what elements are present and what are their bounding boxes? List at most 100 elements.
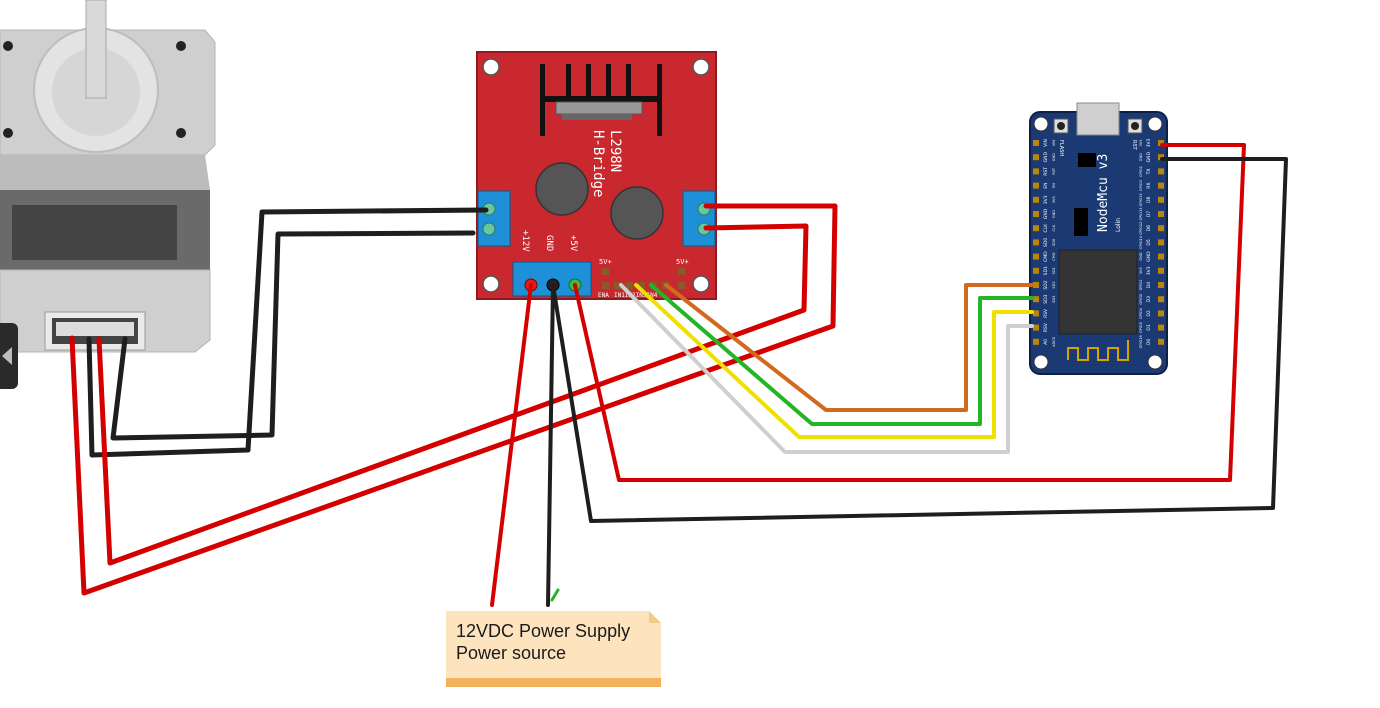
mcu-left-pin-0: [1033, 140, 1039, 146]
mcu-right-pin-label-8: GND: [1146, 251, 1152, 262]
mcu-left-pin-gpio-0: VIN: [1052, 140, 1056, 146]
side-panel-toggle[interactable]: [0, 323, 18, 389]
power-supply-note: 12VDC Power Supply Power source: [446, 611, 661, 687]
wire-motor-red-1: [69, 203, 838, 596]
wire-signal-orange: [664, 283, 1034, 412]
mcu-left-pin-label-11: SD3: [1043, 294, 1049, 303]
wire-psu-green-tip: [550, 588, 560, 602]
jumper-label-right: 5V+: [676, 258, 689, 266]
mcu-left-pin-4: [1033, 196, 1039, 203]
mcu-right-pin-gpio-5: GPIO13: [1139, 207, 1143, 220]
mcu-left-pin-1: [1033, 154, 1039, 161]
mcu-left-pin-8: [1033, 253, 1039, 260]
mcu-right-pin-gpio-4: GPIO15: [1139, 193, 1143, 206]
mcu-left-pin-gpio-5: GND: [1052, 210, 1056, 218]
mcu-left-pin-10: [1033, 282, 1039, 288]
mcu-left-pin-7: [1033, 239, 1039, 246]
mcu-left-pin-11: [1033, 296, 1039, 303]
mcu-right-pin-gpio-14: GPIO16: [1139, 335, 1143, 348]
mcu-right-pin-2: [1158, 168, 1164, 175]
jumper-label-left: 5V+: [599, 258, 612, 266]
mcu-left-pin-label-6: CLK: [1043, 223, 1049, 233]
mcu-left-pin-gpio-3: EN: [1052, 183, 1056, 188]
mcu-left-pin-gpio-8: CMD: [1052, 252, 1056, 260]
mcu-left-pin-label-9: SD1: [1043, 266, 1049, 275]
mcu-left-pin-gpio-14: ADC0: [1052, 337, 1056, 347]
mcu-left-pin-12: [1033, 310, 1039, 317]
note-text: 12VDC Power Supply Power source: [456, 620, 630, 664]
mcu-left-pin-gpio-2: RST: [1052, 167, 1056, 175]
power-source-label: Power source: [456, 643, 567, 663]
pin-label-gnd: GND: [544, 235, 554, 251]
mcu-right-pin-label-3: RX: [1146, 182, 1152, 188]
mcu-left-pin-9: [1033, 267, 1039, 274]
mcu-right-pin-label-9: 3V3: [1146, 266, 1152, 275]
power-supply-label: 12VDC Power Supply: [456, 621, 631, 641]
mcu-right-pin-11: [1158, 296, 1164, 303]
mcu-right-pin-label-2: TX: [1146, 168, 1152, 175]
mcu-right-pin-label-10: D4: [1146, 282, 1152, 288]
flash-button-label: FLASH: [1058, 140, 1064, 156]
mcu-right-pin-gpio-9: 3V3: [1139, 267, 1143, 274]
mcu-left-pin-gpio-9: SD1: [1052, 267, 1056, 274]
mcu-right-pin-label-1: GND: [1146, 152, 1152, 163]
mcu-left-pin-6: [1033, 225, 1039, 232]
mcu-right-pin-12: [1158, 310, 1164, 317]
mcu-left-pin-gpio-10: SD2: [1052, 281, 1056, 288]
mcu-right-pin-label-7: D5: [1146, 239, 1152, 245]
mcu-left-pin-5: [1033, 211, 1039, 217]
mcu-right-pin-gpio-12: GPIO4: [1139, 307, 1143, 319]
pin-label-12v: +12V: [520, 230, 530, 252]
mcu-right-pin-gpio-8: GND: [1139, 252, 1143, 260]
enable-label: ENA: [598, 292, 609, 299]
mcu-left-pin-label-3: EN: [1043, 182, 1049, 188]
mcu-left-pin-label-2: RST: [1043, 167, 1049, 176]
wire-signal-yellow: [634, 283, 1034, 439]
wire-psu-black: [546, 283, 555, 607]
mcu-right-pin-label-5: D7: [1146, 211, 1152, 217]
wire-5v-vin: [573, 143, 1246, 482]
mcu-left-pin-gpio-7: SD0: [1052, 239, 1056, 246]
mcu-right-pin-label-11: D3: [1146, 296, 1152, 302]
note-fold: [649, 611, 661, 623]
mcu-right-pin-5: [1158, 211, 1164, 217]
mcu-right-pin-label-14: D0: [1146, 338, 1152, 344]
mcu-right-pin-14: [1158, 338, 1164, 345]
mcu-right-pin-0: [1158, 140, 1164, 146]
mcu-left-pin-3: [1033, 182, 1039, 189]
mcu-left-pin-gpio-1: GND: [1052, 153, 1056, 161]
mcu-subtitle: Lolin: [1115, 218, 1122, 232]
rst-button-label: RST: [1131, 140, 1137, 151]
mcu-left-pin-label-10: SD2: [1043, 280, 1049, 289]
mcu-right-pin-7: [1158, 239, 1164, 246]
wire-motor-black-1: [86, 207, 489, 458]
mcu-right-pin-gpio-7: GPIO14: [1139, 235, 1143, 249]
mcu-left-pin-label-13: RSV: [1043, 322, 1049, 332]
mcu-left-pin-label-12: RSV: [1043, 308, 1049, 318]
wire-gnd-mcu: [551, 157, 1288, 523]
driver-subtitle: H-Bridge: [590, 130, 606, 197]
mcu-right-pin-8: [1158, 253, 1164, 260]
mcu-right-pin-gpio-10: GPIO2: [1139, 280, 1143, 291]
mcu-right-pin-label-4: D8: [1146, 196, 1152, 202]
mcu-right-pin-gpio-11: GPIO0: [1139, 294, 1143, 305]
mcu-left-pin-label-14: A0: [1043, 339, 1049, 345]
mcu-right-pin-10: [1158, 282, 1164, 288]
mcu-right-pin-label-0: 3V3: [1146, 138, 1152, 147]
mcu-right-pin-gpio-3: GPIO3: [1139, 180, 1143, 191]
mcu-left-pin-label-1: GND: [1043, 152, 1049, 163]
mcu-right-pin-4: [1158, 196, 1164, 203]
mcu-right-pin-9: [1158, 267, 1164, 274]
mcu-left-pin-13: [1033, 324, 1039, 331]
driver-title: L298N: [607, 130, 623, 172]
mcu-right-pin-gpio-6: GPIO12: [1139, 222, 1143, 235]
mcu-left-pin-label-8: CMD: [1043, 251, 1049, 262]
mcu-left-pin-2: [1033, 168, 1039, 175]
pin-label-5v: +5V: [568, 235, 578, 252]
wire-signal-white: [619, 283, 1034, 454]
mcu-right-pin-gpio-13: GPIO5: [1139, 322, 1143, 333]
mcu-right-pin-label-6: D6: [1146, 225, 1152, 231]
